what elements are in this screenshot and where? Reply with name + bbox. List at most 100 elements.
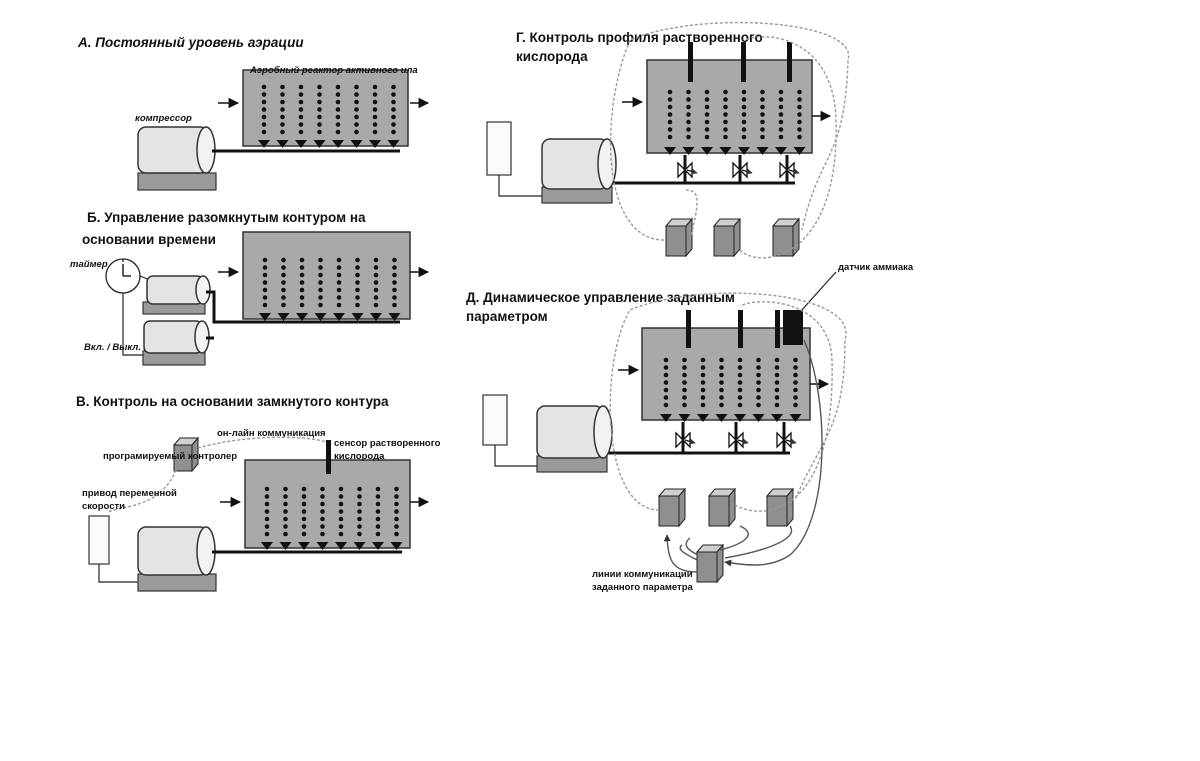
air-bubble — [704, 134, 710, 140]
diffuser — [664, 147, 676, 155]
air-bubble — [741, 89, 747, 95]
valve-controller-3 — [765, 487, 795, 528]
diffuser — [390, 542, 403, 550]
air-bubble — [700, 357, 706, 363]
air-bubble — [357, 516, 362, 522]
vsd-comm-line — [107, 469, 177, 513]
air-bubble — [778, 134, 784, 140]
air-bubble — [354, 84, 359, 90]
air-bubble — [301, 494, 307, 499]
air-bubble — [338, 524, 344, 529]
reactor-tank — [244, 459, 411, 549]
air-bubble — [719, 387, 724, 393]
air-bubble — [392, 272, 397, 278]
air-bubble — [737, 372, 743, 378]
air-bubble — [280, 92, 285, 97]
air-bubble — [737, 357, 743, 363]
air-bubble — [372, 107, 378, 112]
diffuser-row — [660, 414, 802, 422]
air-bubble — [797, 97, 802, 102]
air-bubble — [741, 112, 747, 117]
air-bubble — [756, 365, 761, 370]
reactor-tank — [641, 327, 811, 421]
online-comm-label: он-лайн коммуникация — [217, 428, 326, 439]
air-bubble — [338, 494, 344, 499]
air-bubble — [320, 501, 325, 507]
air-bubble — [317, 99, 322, 105]
air-bubble — [373, 302, 379, 308]
air-bubble — [719, 357, 724, 363]
air-bubble — [797, 119, 802, 125]
air-bubble — [394, 501, 399, 507]
do-sensor-1 — [686, 310, 691, 348]
air-bubble — [336, 287, 342, 293]
control-valve-1 — [675, 431, 696, 449]
air-bubble — [262, 265, 268, 270]
setpoint-controller — [695, 543, 725, 584]
compressor-lower — [142, 320, 210, 366]
panel-a: А. Постоянный уровень аэрации Аэробный р… — [77, 35, 430, 191]
air-bubble — [320, 516, 325, 522]
air-bubble — [281, 265, 286, 270]
air-bubble — [723, 112, 728, 117]
air-bubble — [375, 494, 381, 499]
air-bubble — [298, 114, 304, 120]
vsd-wire — [498, 175, 542, 197]
air-bubble — [686, 89, 691, 95]
air-bubble — [719, 395, 724, 400]
air-bubble — [281, 295, 286, 300]
valve-icon — [677, 161, 693, 179]
control-valve-3 — [776, 431, 797, 449]
control-valve-1 — [677, 161, 698, 179]
vsd-wire — [98, 564, 140, 583]
air-bubble — [394, 509, 399, 514]
compressor — [137, 126, 217, 191]
air-bubble — [357, 494, 362, 499]
air-bubble — [667, 104, 673, 110]
diffuser — [261, 542, 273, 550]
diffuser — [259, 313, 271, 321]
diffuser — [738, 147, 750, 155]
air-bubble — [667, 112, 673, 117]
diffuser-row — [261, 542, 403, 550]
valve-icon — [728, 431, 744, 449]
air-bubble — [741, 104, 747, 110]
air-bubble — [335, 114, 341, 120]
air-bubble — [774, 380, 780, 385]
valve-actuator-arrow — [785, 438, 797, 445]
air-bubble — [756, 372, 761, 378]
air-bubble — [700, 372, 706, 378]
air-bubble — [336, 257, 342, 263]
air-bubble — [317, 107, 322, 112]
air-bubble — [391, 107, 396, 112]
air-bubble — [723, 97, 728, 102]
air-bubble — [357, 524, 362, 529]
panel-b-title-line2: основании времени — [82, 232, 216, 247]
air-bubble — [392, 302, 397, 308]
air-bubble — [391, 92, 396, 97]
valve-actuator-arrow — [684, 438, 696, 445]
diffuser — [734, 414, 746, 422]
sensor-label-line1: сенсор растворенного — [334, 438, 441, 449]
air-bubble — [299, 287, 305, 293]
control-valve-2 — [728, 431, 749, 449]
aeration-bubbles — [264, 486, 399, 537]
reactor-label: Аэробный реактор активного ила — [249, 65, 418, 76]
air-bubble — [737, 387, 743, 393]
air-bubble — [778, 89, 784, 95]
air-bubble — [261, 99, 267, 105]
diffuser — [771, 414, 783, 422]
diffuser — [276, 140, 289, 148]
air-bubble — [336, 295, 342, 300]
air-bubble — [283, 501, 288, 507]
air-bubble — [335, 84, 341, 90]
valve-actuator-arrow — [686, 168, 698, 175]
air-bubble — [667, 89, 673, 95]
air-bubble — [741, 119, 747, 125]
air-bubble — [704, 127, 710, 132]
diffuser — [678, 414, 691, 422]
air-bubble — [299, 280, 305, 285]
onoff-label: Вкл. / Выкл. — [84, 342, 141, 353]
control-valve-3 — [779, 161, 800, 179]
air-bubble — [793, 402, 798, 408]
